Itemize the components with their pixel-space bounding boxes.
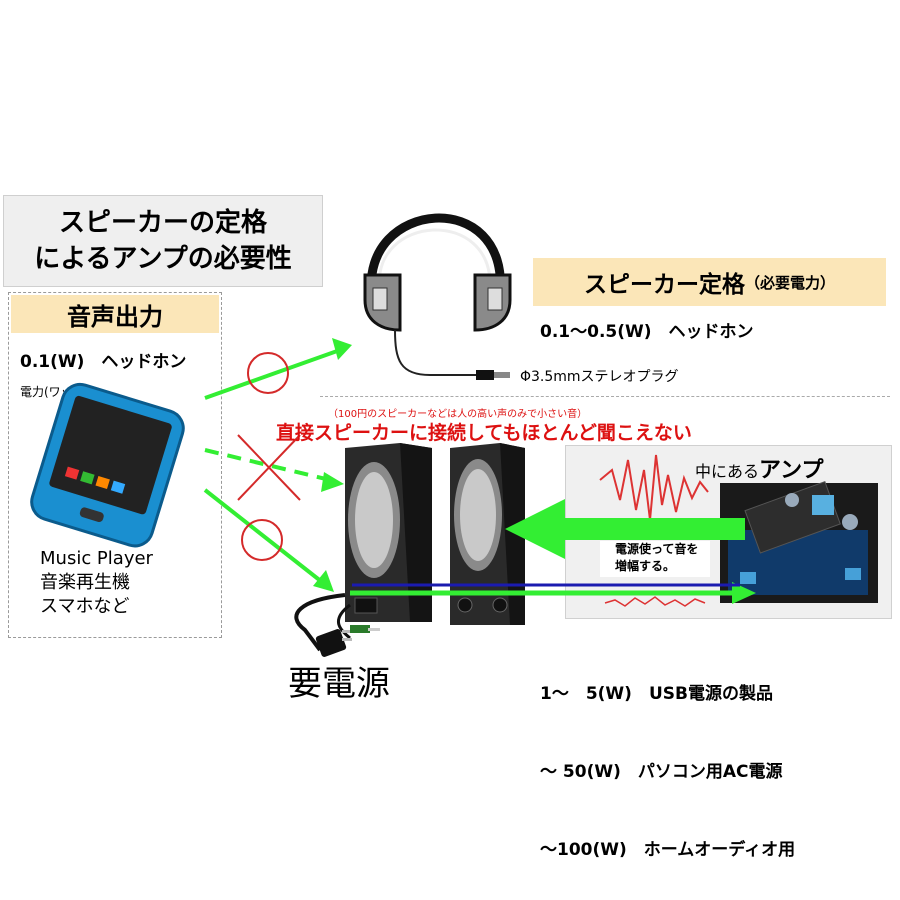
input-waveform (604, 596, 706, 607)
amp-label-prefix: 中にある (695, 462, 760, 481)
amp-note-line-2: 増幅する。 (615, 559, 676, 573)
speaker-rating-subtitle: （必要電力） (744, 273, 835, 292)
power-levels: 1～ 5(W) USB電源の製品 ～ 50(W) パソコン用AC電源 ～100(… (540, 629, 795, 889)
ok-mark-amp (241, 519, 283, 561)
speaker-right-icon (450, 443, 525, 625)
power-required-label: 要電源 (288, 664, 390, 704)
speaker-rating-title: スピーカー定格 (583, 272, 745, 298)
amp-label-main: アンプ (759, 458, 824, 483)
title-box: スピーカーの定格 によるアンプの必要性 (3, 195, 323, 287)
amp-note-callout: 電源使って音を 増幅する。 (600, 541, 710, 577)
headphones-icon (363, 213, 512, 380)
warning-text: 直接スピーカーに接続してもほとんど聞こえない (276, 422, 692, 444)
amplifier-board-icon (720, 480, 878, 603)
device-line-2: 音楽再生機 (40, 572, 130, 593)
amp-label: 中にあるアンプ (695, 452, 823, 484)
arrow-to-headphones (204, 338, 352, 400)
audio-output-panel (8, 292, 222, 638)
audio-output-header: 音声出力 (11, 295, 219, 333)
speaker-rating-header: スピーカー定格 （必要電力） (533, 258, 886, 306)
smartphone-icon (30, 382, 185, 548)
device-description: Music Player 音楽再生機 スマホなど (40, 547, 153, 619)
arrow-amp-to-speaker (505, 499, 745, 559)
plug-label: Φ3.5mmステレオプラグ (520, 369, 679, 385)
arrow-direct-to-speaker (204, 448, 344, 492)
ok-mark-headphone (247, 352, 289, 394)
amplified-waveform (599, 454, 709, 521)
power-level-3: ～100(W) ホームオーディオ用 (540, 840, 796, 860)
arrow-signal-to-amp (350, 582, 756, 604)
power-level-1: 1～ 5(W) USB電源の製品 (540, 684, 773, 704)
amp-note-line-1: 電源使って音を (615, 542, 699, 556)
divider-line (320, 396, 890, 397)
warning-small-note: （100円のスピーカーなどは人の高い声のみで小さい音） (328, 409, 588, 420)
headphone-rating: 0.1～0.5(W) ヘッドホン (540, 322, 754, 342)
speaker-left-icon (345, 443, 432, 622)
power-level-2: ～ 50(W) パソコン用AC電源 (540, 762, 783, 782)
power-plug-icon (294, 593, 380, 657)
device-line-3: スマホなど (40, 596, 130, 617)
title-line-1: スピーカーの定格 (58, 208, 267, 238)
title-line-2: によるアンプの必要性 (34, 244, 292, 274)
ng-mark-direct (237, 434, 301, 501)
arrow-to-amp-speaker (203, 488, 334, 592)
device-line-1: Music Player (40, 548, 153, 569)
audio-output-power: 0.1(W) ヘッドホン (20, 352, 187, 372)
